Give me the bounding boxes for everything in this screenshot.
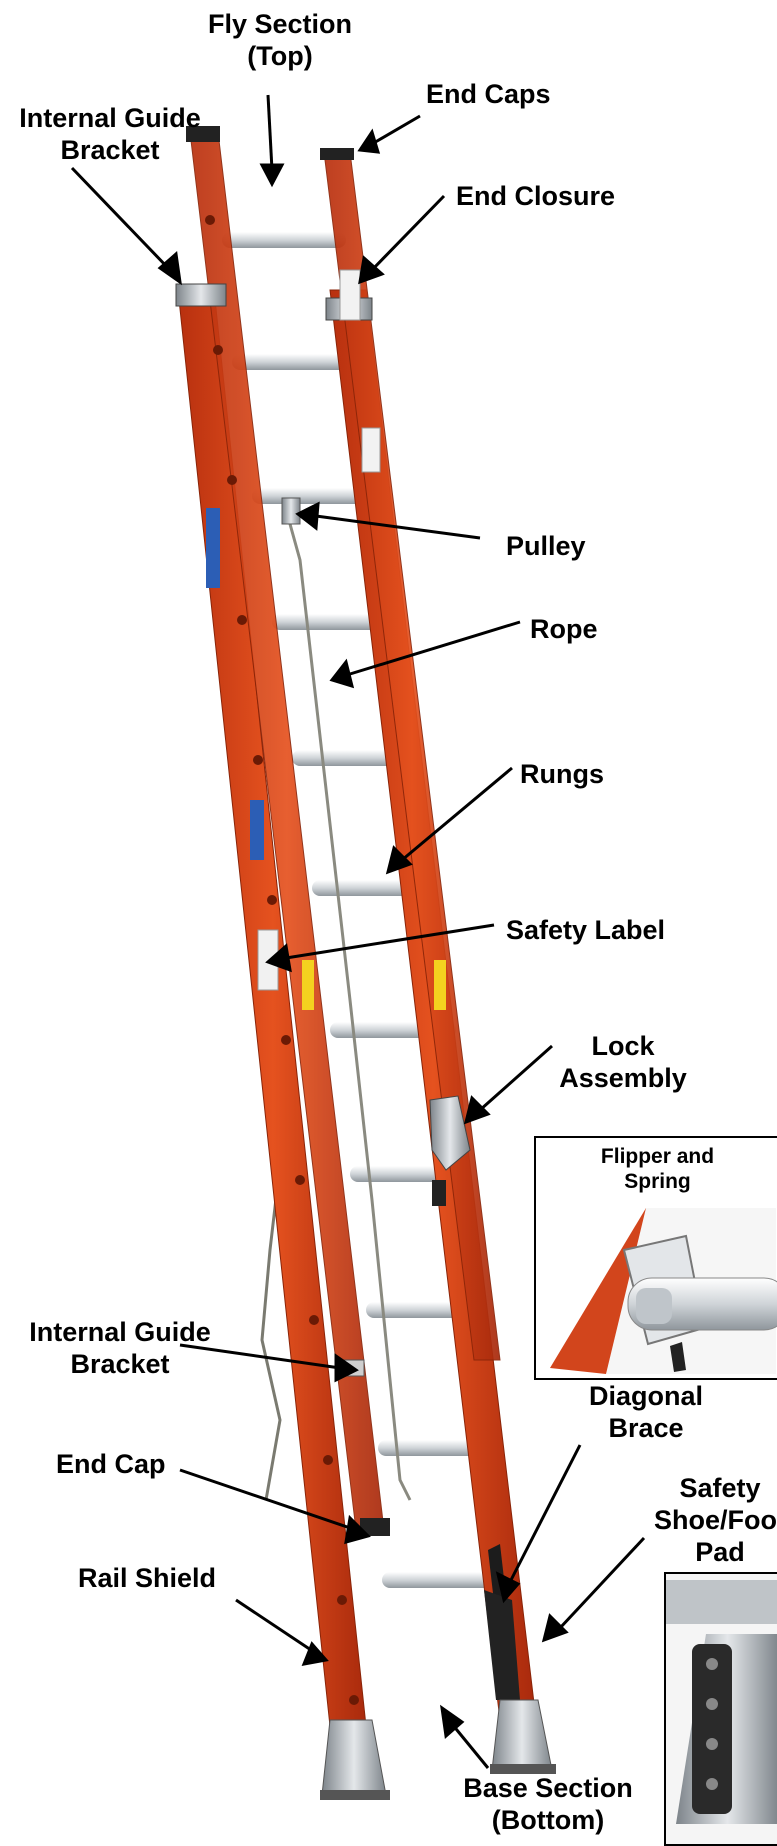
- label-safety-shoe: Safety Shoe/Foot Pad: [640, 1472, 777, 1568]
- label-internal-guide-bracket-bottom: Internal Guide Bracket: [14, 1316, 226, 1380]
- safety-shoe-left: [320, 1720, 390, 1800]
- info-plate: [340, 270, 360, 320]
- rung: [382, 1572, 492, 1588]
- shoe-closeup-image: [666, 1574, 777, 1844]
- arrow-rope: [332, 622, 520, 686]
- lock-assembly-inset: Flipper and Spring: [534, 1136, 777, 1380]
- label-rungs: Rungs: [520, 758, 604, 790]
- safety-label-yellow: [434, 960, 446, 1010]
- brand-label: [206, 508, 220, 588]
- brand-label: [250, 800, 264, 860]
- arrow-lock-assembly: [466, 1046, 552, 1122]
- arrow-end-caps: [360, 116, 420, 152]
- label-base-section: Base Section (Bottom): [448, 1772, 648, 1836]
- safety-shoe-inset: [664, 1572, 777, 1846]
- safety-shoe-right: [490, 1700, 556, 1774]
- end-cap: [320, 148, 354, 160]
- lock-closeup-image: [536, 1138, 777, 1378]
- arrow-fly-section: [262, 95, 282, 184]
- label-safety-label: Safety Label: [506, 914, 665, 946]
- label-end-caps: End Caps: [426, 78, 551, 110]
- label-lock-assembly: Lock Assembly: [548, 1030, 698, 1094]
- label-rail-shield: Rail Shield: [78, 1562, 216, 1594]
- arrow-safety-shoe: [544, 1538, 644, 1640]
- label-pulley: Pulley: [506, 530, 586, 562]
- info-plate: [362, 428, 380, 472]
- arrow-rail-shield: [236, 1600, 326, 1664]
- label-diagonal-brace: Diagonal Brace: [568, 1380, 724, 1444]
- guide-bracket: [176, 284, 226, 306]
- arrow-end-closure: [360, 196, 444, 282]
- label-rope: Rope: [530, 613, 598, 645]
- label-end-cap: End Cap: [56, 1448, 166, 1480]
- label-fly-section: Fly Section (Top): [180, 8, 380, 72]
- arrow-guide-bracket-top: [72, 168, 180, 282]
- rung: [222, 232, 346, 248]
- arrow-base-section: [442, 1708, 488, 1768]
- safety-label-yellow: [302, 960, 314, 1010]
- pulley: [282, 498, 300, 524]
- label-end-closure: End Closure: [456, 180, 615, 212]
- label-internal-guide-bracket-top: Internal Guide Bracket: [4, 102, 216, 166]
